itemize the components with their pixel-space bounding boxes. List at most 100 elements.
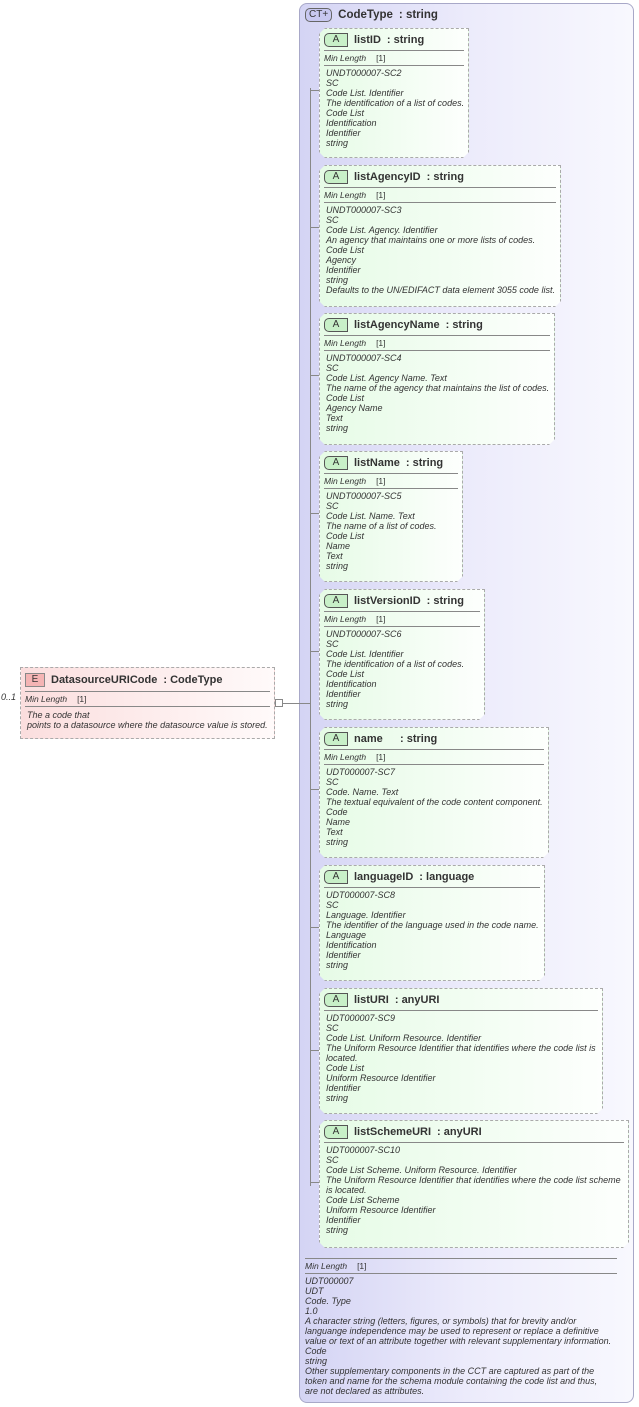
complex-type-header: CT+ CodeType : string bbox=[305, 8, 438, 22]
min-length-label: Min Length bbox=[324, 752, 367, 762]
doc-line: string bbox=[326, 138, 349, 148]
doc-line: are not declared as attributes. bbox=[305, 1386, 425, 1396]
attribute-name: listAgencyID bbox=[354, 171, 421, 183]
doc-line: Text bbox=[326, 551, 343, 561]
doc-line: Code List bbox=[326, 108, 365, 118]
doc-line: Code List Scheme bbox=[326, 1195, 400, 1205]
doc-line: Agency Name bbox=[326, 403, 383, 413]
doc-line: string bbox=[305, 1356, 328, 1366]
doc-line: Identification bbox=[326, 940, 377, 950]
min-length-label: Min Length bbox=[324, 190, 367, 200]
attribute-type: : anyURI bbox=[394, 994, 440, 1006]
doc-line: string bbox=[326, 837, 349, 847]
complex-type-badge: CT+ bbox=[305, 8, 333, 22]
min-length-label: Min Length bbox=[324, 53, 367, 63]
doc-line: Code List. Identifier bbox=[326, 88, 404, 98]
tree-branch bbox=[310, 651, 319, 652]
min-length-value: [1] bbox=[376, 338, 386, 348]
tree-branch bbox=[310, 227, 319, 228]
tree-branch bbox=[310, 90, 319, 91]
attribute-badge: A bbox=[324, 732, 348, 746]
doc-line: Code bbox=[326, 807, 348, 817]
collapse-toggle[interactable] bbox=[275, 699, 283, 707]
doc-line: SC bbox=[326, 501, 339, 511]
attribute-type: : string bbox=[426, 595, 464, 607]
attribute-badge: A bbox=[324, 594, 348, 608]
doc-line: UDT000007-SC8 bbox=[326, 890, 396, 900]
doc-line: is located. bbox=[326, 1185, 367, 1195]
doc-line: UNDT000007-SC4 bbox=[326, 353, 402, 363]
doc-line: Code List bbox=[326, 669, 365, 679]
doc-line: Code List bbox=[326, 245, 365, 255]
min-length-value: [1] bbox=[376, 614, 386, 624]
doc-line: Identifier bbox=[326, 1215, 361, 1225]
doc-line: SC bbox=[326, 215, 339, 225]
doc-line: Identifier bbox=[326, 1083, 361, 1093]
element-badge: E bbox=[25, 673, 45, 687]
doc-line: UNDT000007-SC5 bbox=[326, 491, 402, 501]
attribute-type: : anyURI bbox=[437, 1126, 482, 1138]
doc-line: UNDT000007-SC6 bbox=[326, 629, 402, 639]
doc-line: UNDT000007-SC2 bbox=[326, 68, 402, 78]
attribute-badge: A bbox=[324, 456, 348, 470]
attribute-type: : language bbox=[419, 871, 475, 883]
doc-line: string bbox=[326, 699, 349, 709]
doc-line: Name bbox=[326, 541, 351, 551]
min-length-label: Min Length bbox=[25, 694, 68, 704]
doc-line: Identification bbox=[326, 679, 377, 689]
divider bbox=[324, 1142, 624, 1143]
divider bbox=[324, 887, 540, 888]
doc-line: Language bbox=[326, 930, 367, 940]
doc-line: An agency that maintains one or more lis… bbox=[326, 235, 536, 245]
doc-line: string bbox=[326, 561, 349, 571]
doc-line: Code List. Identifier bbox=[326, 649, 404, 659]
attribute-name: listName bbox=[354, 457, 400, 469]
doc-line: The a code that bbox=[27, 710, 90, 720]
min-length-value: [1] bbox=[376, 752, 386, 762]
attribute-type: : string bbox=[386, 34, 425, 46]
doc-line: string bbox=[326, 1093, 349, 1103]
doc-line: points to a datasource where the datasou… bbox=[27, 720, 268, 730]
min-length-facet: Min Length[1] bbox=[324, 50, 464, 66]
attribute-badge: A bbox=[324, 318, 348, 332]
attribute-badge: A bbox=[324, 33, 348, 47]
doc-line: Code. Name. Text bbox=[326, 787, 399, 797]
attribute-badge: A bbox=[324, 993, 348, 1007]
doc-line: UDT000007-SC7 bbox=[326, 767, 396, 777]
tree-connector bbox=[310, 88, 311, 1186]
attribute-badge: A bbox=[324, 1125, 348, 1139]
doc-line: Other supplementary components in the CC… bbox=[305, 1366, 595, 1376]
doc-line: value or text of an attribute together w… bbox=[305, 1336, 612, 1346]
min-length-value: [1] bbox=[77, 694, 87, 704]
min-length-label: Min Length bbox=[305, 1261, 348, 1271]
doc-line: The textual equivalent of the code conte… bbox=[326, 797, 543, 807]
doc-line: UDT000007 bbox=[305, 1276, 354, 1286]
attribute-name: languageID bbox=[354, 871, 414, 883]
doc-line: Code List. Agency Name. Text bbox=[326, 373, 447, 383]
doc-line: Code List. Uniform Resource. Identifier bbox=[326, 1033, 482, 1043]
doc-line: Code List. Agency. Identifier bbox=[326, 225, 438, 235]
tree-branch bbox=[310, 1182, 319, 1183]
doc-line: The identifier of the language used in t… bbox=[326, 920, 539, 930]
doc-line: Language. Identifier bbox=[326, 910, 406, 920]
element-datasourceuricode[interactable]: E DatasourceURICode : CodeType Min Lengt… bbox=[20, 667, 275, 739]
doc-line: SC bbox=[326, 363, 339, 373]
doc-line: SC bbox=[326, 639, 339, 649]
doc-line: The identification of a list of codes. bbox=[326, 659, 465, 669]
doc-line: UNDT000007-SC3 bbox=[326, 205, 402, 215]
attribute-badge: A bbox=[324, 870, 348, 884]
min-length-value: [1] bbox=[357, 1261, 367, 1271]
doc-line: Uniform Resource Identifier bbox=[326, 1205, 436, 1215]
min-length-facet: Min Length [1] bbox=[25, 691, 270, 707]
tree-branch bbox=[310, 1050, 319, 1051]
min-length-label: Min Length bbox=[324, 614, 367, 624]
